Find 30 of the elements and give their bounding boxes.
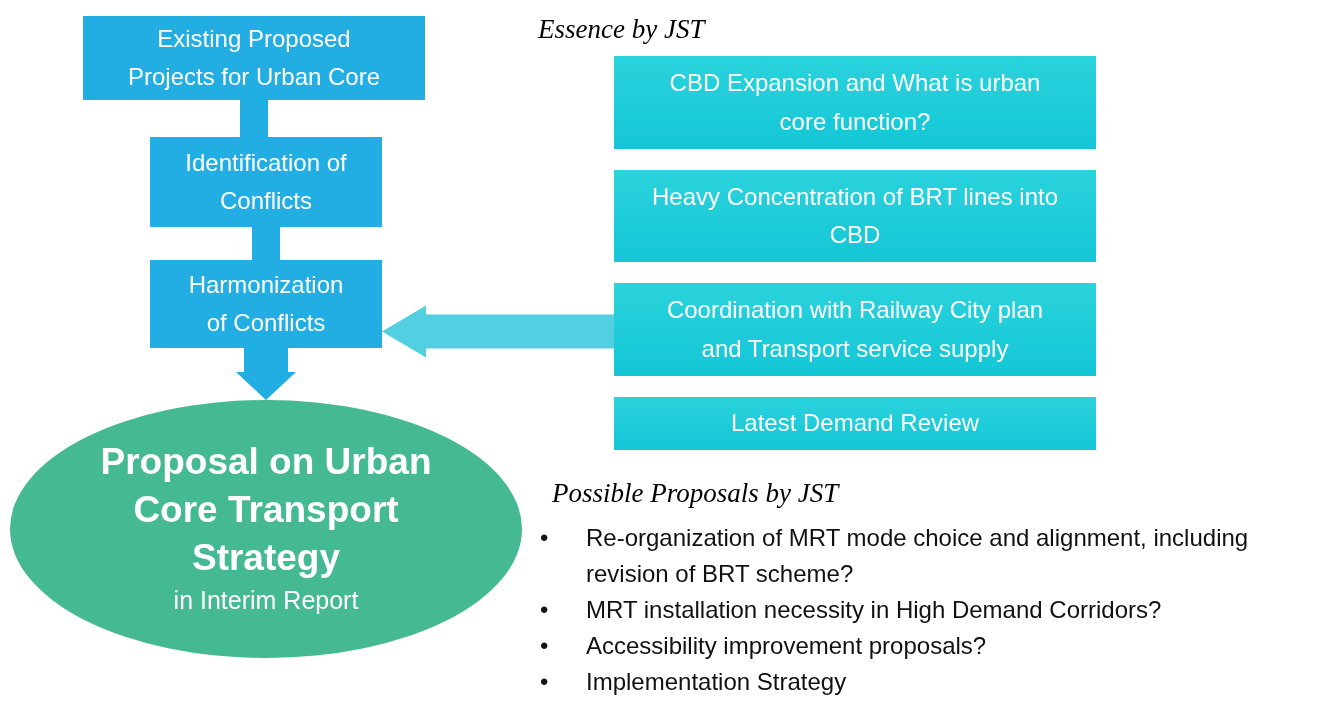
bullet-mark: •: [540, 595, 550, 625]
bullet-text: Re-organization of MRT mode choice and alignment, including revision of BRT scheme?: [586, 523, 1250, 589]
process-box: [614, 397, 1096, 450]
process-box: [614, 170, 1096, 262]
heading-text: Possible Proposals by JST: [552, 478, 839, 509]
node-text: Latest Demand Review: [729, 408, 981, 439]
node-text: Existing Proposed Projects for Urban Core: [126, 23, 382, 92]
heading-text: Essence by JST: [538, 14, 705, 45]
node-text: Identification of Conflicts: [184, 147, 348, 216]
process-box: [614, 56, 1096, 149]
bullet-mark: •: [540, 631, 550, 661]
process-box: [150, 137, 382, 227]
node-text: Proposal on Urban Core Transport Strategy: [99, 440, 433, 581]
bullet-mark: •: [540, 523, 550, 553]
node-text: Coordination with Railway City plan and Transport service supply: [665, 295, 1045, 364]
block-arrow: [382, 305, 614, 358]
bullet-text: MRT installation necessity in High Demand Corridors?: [586, 595, 1162, 625]
process-box: [614, 283, 1096, 376]
block-arrow: [236, 348, 296, 400]
node-text: CBD Expansion and What is urban core function?: [668, 68, 1042, 137]
node-text: Heavy Concentration of BRT lines into CBD: [651, 181, 1059, 250]
connector-bar: [240, 100, 268, 137]
node-text: Harmonization of Conflicts: [187, 269, 345, 338]
process-box: [150, 260, 382, 348]
bullet-text: Implementation Strategy: [586, 667, 847, 697]
process-box: [83, 16, 425, 100]
bullet-mark: •: [540, 667, 550, 697]
subtitle-text: in Interim Report: [172, 585, 360, 617]
connector-bar: [252, 227, 280, 260]
bullet-text: Accessibility improvement proposals?: [586, 631, 987, 661]
